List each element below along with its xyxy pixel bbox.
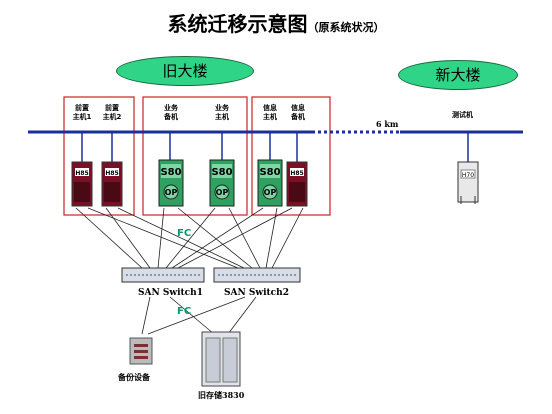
san-switch-2-label: SAN Switch2 xyxy=(224,288,289,298)
host-label-business-backup: 业务 备机 xyxy=(164,104,178,121)
storage-3830 xyxy=(201,331,241,387)
server-h85-2: H85 xyxy=(101,161,123,207)
svg-text:H85: H85 xyxy=(290,170,303,177)
group-box-info-hosts xyxy=(251,96,331,216)
backup-device-label: 备份设备 xyxy=(118,372,150,382)
fc-links-upper xyxy=(75,207,304,269)
svg-text:OP: OP xyxy=(165,188,178,197)
svg-text:S80: S80 xyxy=(211,167,232,178)
backup-device xyxy=(129,337,153,365)
server-s80-main: S80 OP xyxy=(209,159,235,207)
server-h85-1: H85 xyxy=(71,161,93,207)
san-switch-1 xyxy=(121,267,205,283)
test-host-label: 测试机 xyxy=(452,110,473,119)
host-label-front-1: 前置 主机1 xyxy=(72,104,92,121)
fc-label-lower: FC xyxy=(177,306,192,317)
server-h85-info-backup: H85 xyxy=(286,161,308,207)
host-label-info-main: 信息 主机 xyxy=(263,104,277,121)
svg-text:OP: OP xyxy=(264,188,277,197)
old-building-label: 旧大楼 xyxy=(116,56,254,86)
host-drop-lines xyxy=(81,132,469,164)
title-main: 系统迁移示意图 xyxy=(167,12,308,36)
host-label-front-2: 前置 主机2 xyxy=(102,104,122,121)
new-building-label: 新大楼 xyxy=(398,60,518,90)
distance-label: 6 km xyxy=(376,119,399,129)
svg-text:OP: OP xyxy=(216,188,229,197)
svg-text:S80: S80 xyxy=(160,167,181,178)
svg-text:H85: H85 xyxy=(105,170,118,177)
svg-text:H85: H85 xyxy=(75,170,88,177)
fc-label-upper: FC xyxy=(177,228,192,239)
fc-links-lower xyxy=(141,296,257,335)
storage-label: 旧存储3830 xyxy=(198,390,245,400)
group-box-front-hosts xyxy=(63,96,135,216)
server-h70-test: H70 xyxy=(457,161,479,204)
server-s80-backup: S80 OP xyxy=(158,159,184,207)
server-s80-info: S80 OP xyxy=(257,159,283,207)
diagram-title: 系统迁移示意图（原系统状况） xyxy=(0,8,552,37)
host-label-info-backup: 信息 备机 xyxy=(291,104,305,121)
svg-text:H70: H70 xyxy=(462,172,474,179)
san-switch-1-label: SAN Switch1 xyxy=(138,288,203,298)
title-sub: （原系统状况） xyxy=(307,21,385,34)
group-box-business-hosts xyxy=(142,96,248,216)
host-label-business-main: 业务 主机 xyxy=(215,104,229,121)
svg-text:S80: S80 xyxy=(259,167,280,178)
san-switch-2 xyxy=(213,267,301,283)
